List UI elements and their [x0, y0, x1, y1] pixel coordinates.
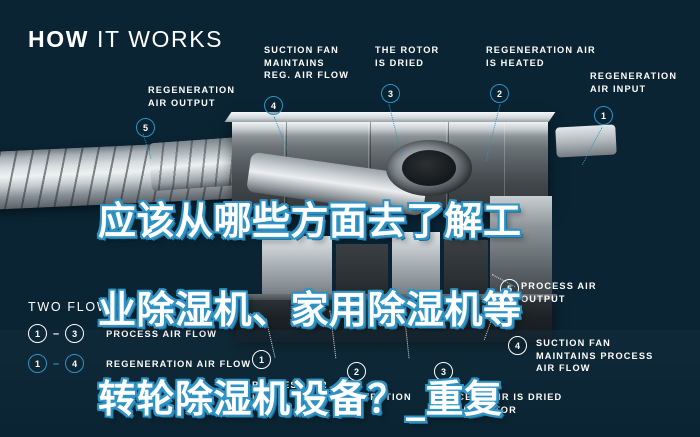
- chinese-headline-overlay: 应该从哪些方面去了解工 业除湿机、家用除湿机等 转轮除湿机设备？_重复: [98, 155, 598, 437]
- callout-suction-fan-process-label: SUCTION FAN MAINTAINS PROCESS AIR FLOW: [536, 338, 654, 374]
- callout-suction-fan-reg-label: SUCTION FAN MAINTAINS REG. AIR FLOW: [264, 45, 350, 81]
- callout-regeneration-air-input-label: REGENERATION AIR INPUT: [590, 71, 678, 94]
- legend-badge-to-3: 3: [65, 324, 85, 343]
- badge-3-rotor-dried[interactable]: 3: [381, 84, 400, 103]
- legend-badge-from-1: 1: [28, 324, 47, 343]
- chinese-headline-line2: 业除湿机、家用除湿机等: [98, 288, 522, 333]
- regeneration-inlet-duct: [555, 124, 617, 158]
- badge-2-filtration[interactable]: 2: [347, 362, 366, 381]
- page-title: HOW IT WORKS: [28, 26, 223, 53]
- badge-2-regeneration-air-heated[interactable]: 2: [490, 84, 509, 103]
- callout-process-air-output-label: PROCESS AIR OUTPUT: [521, 281, 597, 304]
- leader-line-3-top: [388, 104, 403, 156]
- legend-badge-from-1-blue: 1: [28, 354, 47, 373]
- callout-process-air-input-label: PROCESS AIR INPUT: [252, 380, 328, 403]
- callout-regeneration-air-heated-label: REGENERATION AIR IS HEATED: [486, 45, 596, 68]
- legend-row-regeneration-air-flow: 1 – 4 REGENERATION AIR FLOW: [28, 354, 251, 373]
- callout-regeneration-air-output-label: REGENERATION AIR OUTPUT: [148, 85, 236, 108]
- badge-4-suction-fan-process[interactable]: 4: [508, 336, 527, 355]
- title-word-how: HOW: [28, 26, 90, 52]
- legend-badge-to-4: 4: [65, 354, 85, 373]
- badge-1-regeneration-air-input[interactable]: 1: [594, 106, 613, 125]
- legend-label-process-air-flow: PROCESS AIR FLOW: [106, 328, 218, 339]
- title-word-it-works: IT WORKS: [97, 26, 224, 52]
- callout-process-air-dried-label: PROCESS AIR IS DRIED BY THE ROTOR: [434, 392, 563, 415]
- chinese-headline-line3: 转轮除湿机设备？_重复: [98, 377, 503, 422]
- badge-4-suction-fan-reg[interactable]: 4: [264, 96, 283, 115]
- leader-line-2-top: [485, 104, 501, 161]
- legend-label-regeneration-air-flow: REGENERATION AIR FLOW: [106, 358, 252, 369]
- badge-5-process-air-output[interactable]: 5: [500, 279, 519, 298]
- legend-row-process-air-flow: 1 – 3 PROCESS AIR FLOW: [28, 324, 217, 343]
- legend-dash-2: –: [53, 357, 60, 370]
- callout-rotor-dried-label: THE ROTOR IS DRIED: [375, 45, 440, 68]
- leader-line-4-top: [273, 116, 290, 154]
- chinese-headline-line1: 应该从哪些方面去了解工: [98, 199, 522, 244]
- badge-5-regeneration-air-output[interactable]: 5: [136, 118, 155, 137]
- legend-heading: TWO FLOWS OF AIR: [28, 300, 177, 314]
- callout-filtration-label: FILTRATION: [347, 392, 412, 402]
- badge-3-process-air-dried[interactable]: 3: [434, 362, 453, 381]
- badge-1-process-air-input[interactable]: 1: [252, 350, 271, 369]
- legend-dash-1: –: [53, 327, 60, 340]
